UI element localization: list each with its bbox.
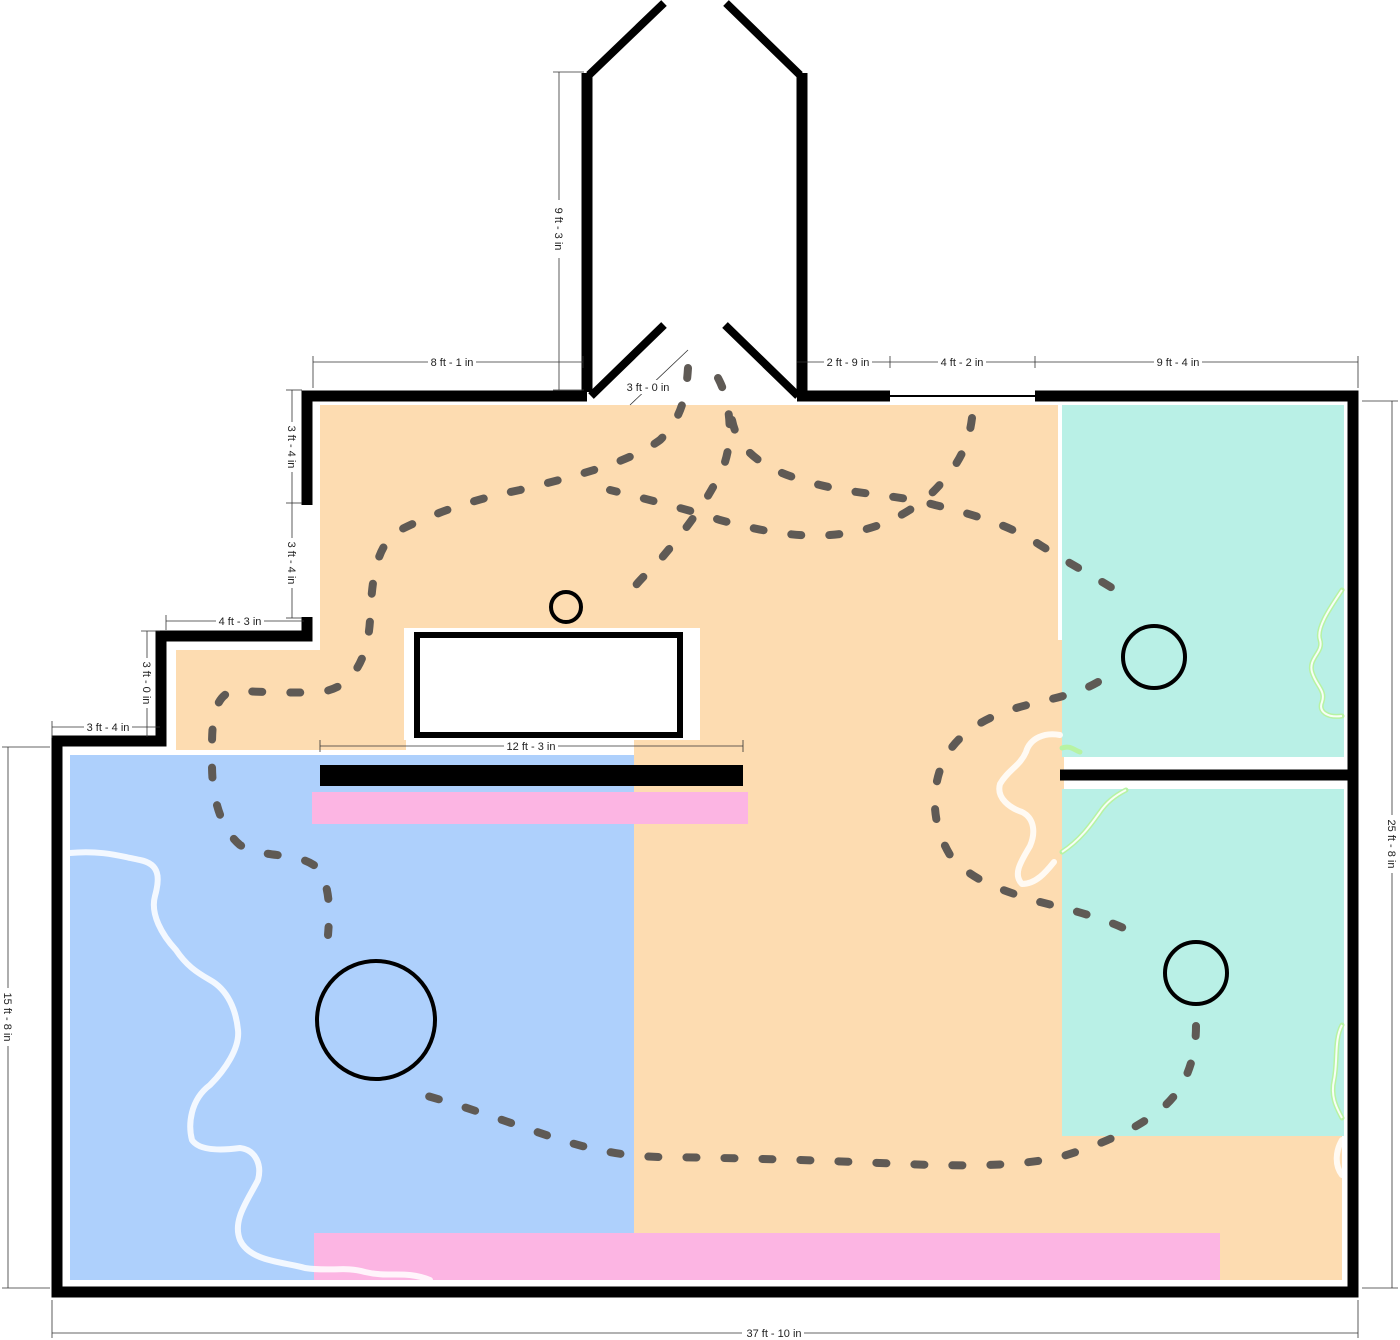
circle-marker-icon [1121, 624, 1187, 690]
dashed-path-icon [416, 1022, 1200, 1170]
pink-strip-top [312, 792, 748, 824]
river-mid [996, 731, 1063, 887]
zone-main-mid [700, 640, 1064, 800]
dashed-path-icon [207, 364, 692, 939]
river-left [67, 849, 433, 1283]
dashed-path-icon [930, 678, 1144, 940]
circle-marker-icon [549, 590, 583, 624]
stream-right-top-hl [1310, 589, 1343, 718]
corridor-diag-bottom-right [722, 322, 801, 399]
circle-marker-icon [315, 959, 437, 1081]
zone-left [70, 755, 634, 1280]
dim-8ft1: 8 ft - 1 in [431, 357, 474, 369]
dim-37ft10: 37 ft - 10 in [746, 1328, 801, 1340]
stream-mid [1059, 744, 1083, 755]
stream-mid-2-hl [1061, 789, 1127, 853]
dim-4ft2: 4 ft - 2 in [941, 357, 984, 369]
dashed-path-icon [728, 416, 1134, 604]
outer-wall [301, 390, 587, 505]
fixtures [320, 632, 743, 786]
pink-strip-bottom [314, 1233, 1220, 1280]
dim-2ft9: 2 ft - 9 in [827, 357, 870, 369]
dimension-labels: 9 ft - 3 in 8 ft - 1 in 3 ft - 0 in 2 ft… [1, 200, 1399, 1340]
corridor-diag-top-left [586, 0, 667, 78]
river-lines [67, 587, 1345, 1283]
circle-marker-icon [1163, 940, 1229, 1006]
dim-3ft4-a: 3 ft - 4 in [285, 426, 297, 469]
zones [70, 405, 1344, 1280]
dim-4ft3: 4 ft - 3 in [219, 616, 262, 628]
markers [315, 590, 1229, 1081]
dim-9ft3: 9 ft - 3 in [552, 208, 564, 251]
dim-9ft4: 9 ft - 4 in [1157, 357, 1200, 369]
stream-right-bottom-hl [1332, 1024, 1343, 1119]
corridor-diag-top-right [723, 0, 803, 78]
dim-3ft4-b: 3 ft - 4 in [285, 542, 297, 585]
walls [51, 0, 1359, 1298]
dim-3ft0-step: 3 ft - 0 in [140, 662, 152, 705]
counter-bar [320, 765, 743, 786]
river-bottom-right [1333, 1137, 1345, 1178]
corridor-diag-bottom-left [588, 322, 667, 399]
dim-3ft4-c: 3 ft - 4 in [87, 722, 130, 734]
dim-3ft0-door: 3 ft - 0 in [627, 382, 670, 394]
walking-paths [207, 364, 1200, 1170]
dim-25ft8: 25 ft - 8 in [1385, 820, 1397, 869]
zone-right-upper [1062, 405, 1344, 757]
zone-right-lower [1062, 789, 1344, 1136]
dim-15ft8: 15 ft - 8 in [1, 993, 13, 1042]
outer-wall-step [51, 390, 1359, 1298]
dim-12ft3: 12 ft - 3 in [507, 741, 556, 753]
dashed-path-icon [606, 414, 976, 540]
table-block [414, 632, 683, 738]
